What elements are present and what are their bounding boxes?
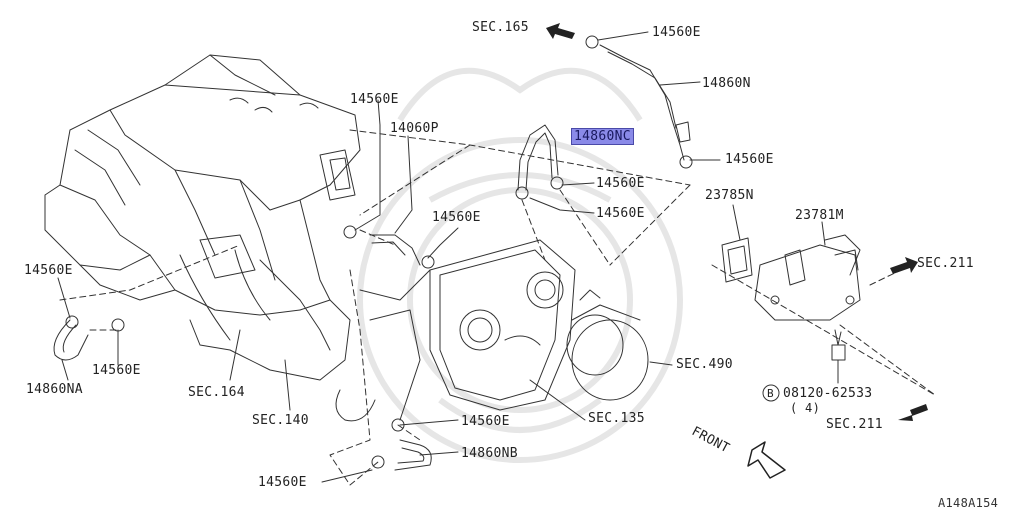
hose-14860NA	[53, 319, 89, 361]
bolt-symbol-circle	[762, 384, 780, 402]
label-14860NC: 14860NC	[571, 128, 634, 145]
diagram-code: A148A154	[938, 496, 999, 510]
label-14860NB: 14860NB	[461, 446, 518, 461]
iacv-valve	[754, 234, 861, 321]
label-sec211-top: SEC.211	[917, 256, 974, 271]
hose-14860NB	[394, 439, 432, 471]
label-14560E-center: 14560E	[432, 210, 481, 225]
intake-manifold	[44, 54, 361, 381]
label-bolt-part: 08120-62533	[783, 386, 873, 401]
label-14060P: 14060P	[390, 121, 439, 136]
label-14560E-left: 14560E	[24, 263, 73, 278]
label-14560E-top: 14560E	[652, 25, 701, 40]
direction-arrows	[546, 23, 928, 421]
pulley-component	[566, 289, 649, 401]
label-14560E-mid-right: 14560E	[725, 152, 774, 167]
hose-14860N	[599, 44, 691, 161]
label-sec135: SEC.135	[588, 411, 645, 426]
label-23785N: 23785N	[705, 188, 754, 203]
label-sec490: SEC.490	[676, 357, 733, 372]
front-arrow-icon	[747, 441, 786, 479]
label-sec164: SEC.164	[188, 385, 245, 400]
label-sec211-bottom: SEC.211	[826, 417, 883, 432]
label-sec140: SEC.140	[252, 413, 309, 428]
label-14860NA: 14860NA	[26, 382, 83, 397]
label-14560E-bottom: 14560E	[258, 475, 307, 490]
label-bolt-qty: ( 4)	[790, 401, 821, 415]
hose-clamps	[65, 35, 693, 469]
label-14560E-a: 14560E	[596, 176, 645, 191]
label-sec165: SEC.165	[472, 20, 529, 35]
watermark-emblem	[357, 67, 683, 463]
leader-lines	[57, 31, 839, 483]
label-14560E-bottom-mid: 14560E	[461, 414, 510, 429]
bolt-08120	[831, 329, 846, 361]
dashed-routes	[59, 129, 936, 486]
label-23781M: 23781M	[795, 208, 844, 223]
label-bolt-symbol: B	[767, 387, 774, 400]
hose-14060P	[369, 234, 421, 266]
label-14560E-left-top: 14560E	[350, 92, 399, 107]
label-14860N: 14860N	[702, 76, 751, 91]
label-14560E-b: 14560E	[596, 206, 645, 221]
gasket-23785N	[721, 237, 753, 283]
hose-14860NC	[517, 124, 559, 191]
label-14560E-left-bottom: 14560E	[92, 363, 141, 378]
timing-cover	[335, 239, 576, 422]
